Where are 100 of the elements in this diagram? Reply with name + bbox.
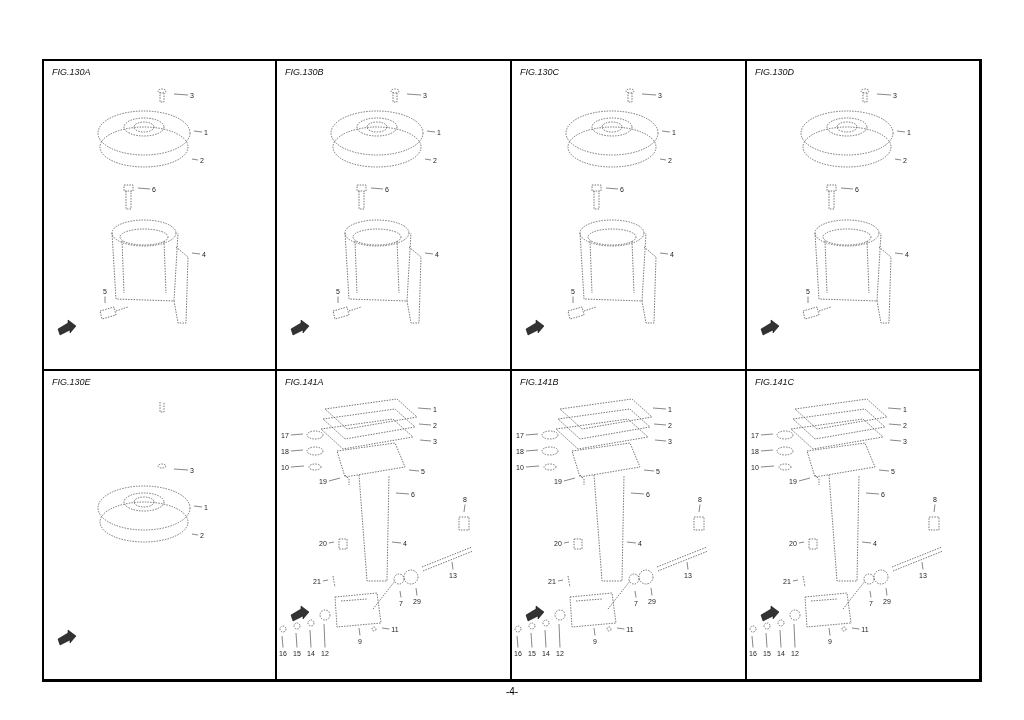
leader-line [191, 158, 199, 161]
figure-panel [746, 370, 980, 680]
leader-line [876, 93, 892, 96]
leader-line [322, 579, 329, 582]
leader-line [933, 504, 936, 513]
leader-line [419, 439, 432, 442]
leader-line [626, 541, 637, 544]
figure-title: FIG.130D [755, 67, 794, 77]
leader-line [793, 623, 796, 648]
leader-line [358, 627, 361, 636]
leader-line [418, 423, 432, 426]
leader-line [686, 561, 689, 570]
figure-panel [276, 370, 511, 680]
leader-line [634, 590, 637, 598]
leader-line [896, 130, 906, 133]
leader-line [894, 252, 904, 255]
leader-line [650, 587, 653, 596]
leader-line [659, 252, 669, 255]
figure-title: FIG.141C [755, 377, 794, 387]
leader-line [557, 579, 564, 582]
leader-line [417, 407, 432, 410]
leader-line [328, 477, 341, 482]
leader-line [193, 505, 203, 508]
leader-line [760, 433, 774, 436]
leader-line [798, 541, 805, 544]
leader-line [751, 635, 754, 648]
leader-line [840, 187, 854, 190]
leader-line [137, 187, 151, 190]
leader-line [424, 252, 434, 255]
leader-line [295, 632, 298, 648]
leader-line [807, 296, 809, 304]
leader-line [525, 449, 539, 452]
leader-line [290, 433, 304, 436]
leader-line [851, 627, 860, 630]
leader-line [191, 533, 199, 536]
leader-line [399, 590, 402, 598]
figure-panel [276, 60, 511, 370]
leader-line [894, 158, 902, 161]
leader-line [516, 635, 519, 648]
leader-line [391, 541, 402, 544]
leader-line [828, 627, 831, 636]
leader-line [104, 296, 106, 304]
figure-title: FIG.141A [285, 377, 324, 387]
leader-line [525, 433, 539, 436]
leader-line [395, 492, 410, 495]
leader-line [885, 587, 888, 596]
leader-line [381, 627, 390, 630]
figure-panel [511, 60, 746, 370]
leader-line [593, 627, 596, 636]
leader-line [323, 623, 326, 648]
leader-line [415, 587, 418, 596]
figure-panel [43, 370, 276, 680]
leader-line [641, 93, 657, 96]
leader-line [309, 629, 312, 648]
leader-line [869, 590, 872, 598]
leader-line [337, 296, 339, 304]
leader-line [290, 449, 304, 452]
leader-line [652, 407, 667, 410]
leader-line [191, 252, 201, 255]
leader-line [921, 561, 924, 570]
leader-line [653, 423, 667, 426]
leader-line [792, 579, 799, 582]
leader-line [408, 469, 420, 472]
leader-line [605, 187, 619, 190]
leader-line [328, 541, 335, 544]
leader-line [878, 469, 890, 472]
leader-line [572, 296, 574, 304]
leader-line [281, 635, 284, 648]
leader-line [426, 130, 436, 133]
leader-line [290, 465, 305, 468]
leader-line [760, 465, 775, 468]
leader-line [530, 632, 533, 648]
leader-line [865, 492, 880, 495]
leader-line [643, 469, 655, 472]
page-number: -4- [505, 686, 519, 697]
leader-line [525, 465, 540, 468]
figure-panel [43, 60, 276, 370]
leader-line [889, 439, 902, 442]
leader-line [765, 632, 768, 648]
leader-line [861, 541, 872, 544]
leader-line [654, 439, 667, 442]
leader-line [760, 449, 774, 452]
leader-line [544, 629, 547, 648]
leader-line [173, 468, 189, 471]
leader-line [563, 541, 570, 544]
leader-line [563, 477, 576, 482]
leader-line [659, 158, 667, 161]
leader-line [424, 158, 432, 161]
figure-panel [511, 370, 746, 680]
figure-title: FIG.130A [52, 67, 91, 77]
leader-line [193, 130, 203, 133]
figure-title: FIG.130E [52, 377, 91, 387]
leader-line [698, 504, 701, 513]
leader-line [173, 93, 189, 96]
leader-line [463, 504, 466, 513]
leader-line [406, 93, 422, 96]
figure-title: FIG.130B [285, 67, 324, 77]
figure-title: FIG.141B [520, 377, 559, 387]
leader-line [779, 629, 782, 648]
leader-line [798, 477, 811, 482]
